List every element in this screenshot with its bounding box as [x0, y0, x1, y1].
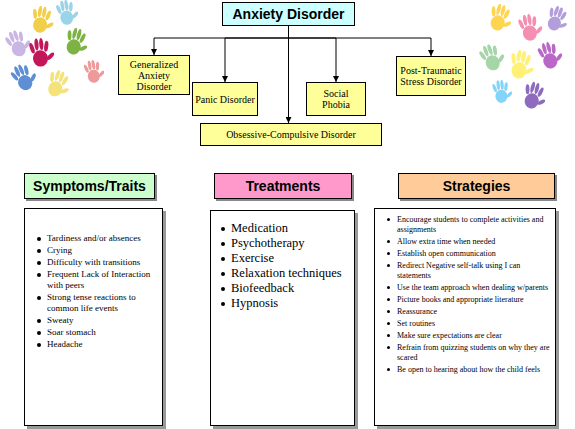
bullet-item: Redirect Negative self-talk using I can … [381, 261, 551, 281]
category-box: Post-Traumatic Stress Disorder [396, 56, 466, 96]
connector-arrow [154, 26, 289, 55]
handprint [82, 58, 107, 84]
category-box: Obsessive-Compulsive Disorder [200, 123, 382, 146]
bullet-item: Refrain from quizzing students on why th… [381, 343, 551, 363]
handprint [8, 59, 41, 94]
handprint [517, 12, 546, 43]
node-label: Strategies [443, 178, 511, 194]
bullet-list: Tardiness and/or absencesCryingDifficult… [31, 233, 162, 351]
connector-arrow [289, 26, 337, 82]
bullet-item: Frequent Lack of Interaction with peers [31, 269, 158, 291]
bullet-item: Set routines [381, 319, 551, 329]
bullet-item: Encourage students to complete activitie… [381, 215, 551, 235]
bullet-item: Establish open communication [381, 249, 551, 259]
handprint [477, 40, 509, 73]
bullet-item: Reassurance [381, 307, 551, 317]
category-box: Social Phobia [306, 82, 366, 116]
connector-arrow [289, 26, 432, 56]
handprint [536, 39, 566, 71]
node-label: Generalized Anxiety Disorder [121, 59, 187, 92]
bullet-item: Medication [215, 221, 350, 236]
handprint [43, 67, 75, 100]
node-label: Panic Disorder [195, 94, 255, 105]
bullet-item: Exercise [215, 251, 350, 266]
bullet-item: Strong tense reactions to common life ev… [31, 292, 158, 314]
bullet-list: Encourage students to complete activitie… [381, 215, 555, 377]
handprint [54, 0, 81, 26]
node-label: Social Phobia [309, 88, 363, 110]
handprint [29, 4, 58, 35]
bullet-item: Use the team approach when dealing w/par… [381, 283, 551, 293]
bullet-list-box: Encourage students to complete activitie… [374, 208, 556, 426]
root-box: Anxiety Disorder [222, 2, 355, 26]
section-heading: Symptoms/Traits [24, 173, 155, 199]
bullet-item: Tardiness and/or absences [31, 233, 158, 244]
node-label: Symptoms/Traits [33, 178, 146, 194]
bullet-item: Allow extra time when needed [381, 237, 551, 247]
bullet-item: Difficulty with transitions [31, 257, 158, 268]
bullet-item: Hypnosis [215, 296, 350, 311]
bullet-list-box: MedicationPsychotherapyExerciseRelaxatio… [210, 210, 355, 426]
section-heading: Strategies [398, 173, 555, 199]
bullet-item: Make sure expectations are clear [381, 331, 551, 341]
handprint [62, 26, 92, 58]
bullet-list: MedicationPsychotherapyExerciseRelaxatio… [215, 221, 354, 311]
node-label: Obsessive-Compulsive Disorder [226, 129, 356, 140]
bullet-item: Crying [31, 245, 158, 256]
bullet-item: Biofeedback [215, 281, 350, 296]
bullet-item: Relaxation techniques [215, 266, 350, 281]
handprint [520, 80, 550, 112]
category-box: Generalized Anxiety Disorder [118, 55, 190, 95]
category-box: Panic Disorder [192, 82, 258, 116]
bullet-item: Soar stomach [31, 327, 158, 338]
handprint [491, 79, 514, 104]
handprint [28, 37, 56, 68]
handprint [486, 2, 516, 34]
bullet-list-box: Tardiness and/or absencesCryingDifficult… [24, 208, 163, 426]
connector-arrow [288, 26, 289, 123]
connector-arrow [225, 26, 289, 82]
node-label: Treatments [246, 178, 321, 194]
section-heading: Treatments [214, 173, 352, 199]
handprint [507, 48, 538, 81]
bullet-item: Sweaty [31, 315, 158, 326]
node-label: Anxiety Disorder [232, 6, 344, 22]
bullet-item: Picture books and appropriate literature [381, 295, 551, 305]
bullet-item: Psychotherapy [215, 236, 350, 251]
handprint [543, 4, 573, 35]
node-label: Post-Traumatic Stress Disorder [399, 65, 463, 87]
bullet-item: Headache [31, 339, 158, 350]
bullet-item: Be open to hearing about how the child f… [381, 365, 551, 375]
handprint [3, 26, 35, 59]
